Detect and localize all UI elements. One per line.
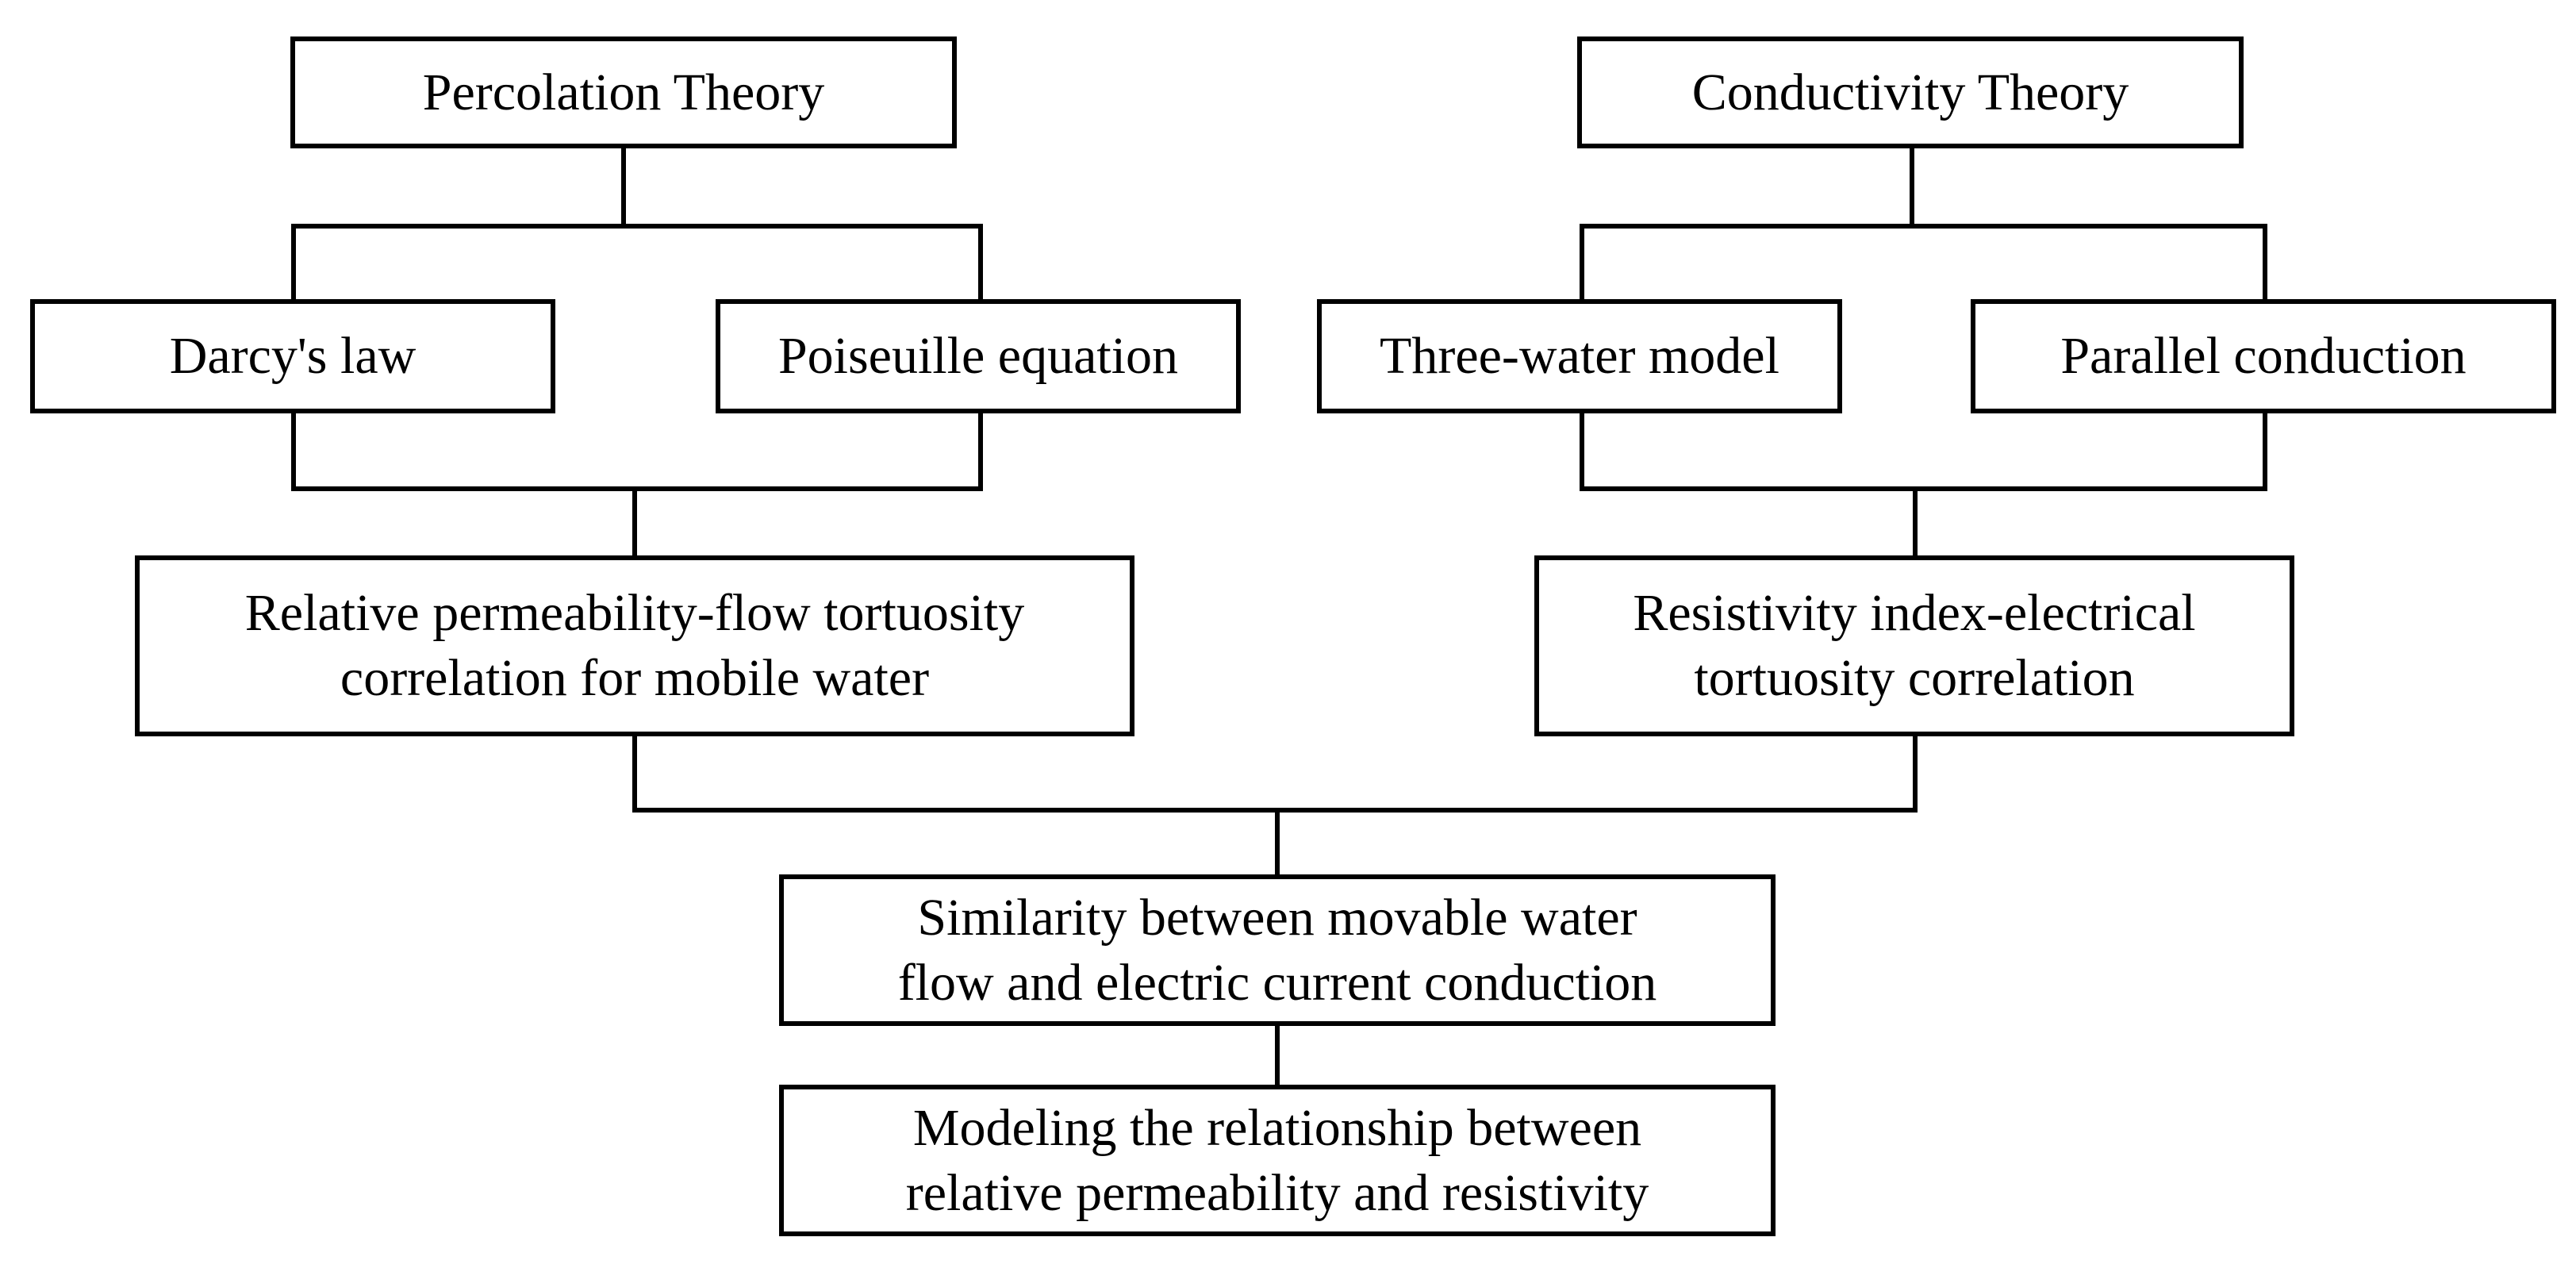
node-modeling: Modeling the relationship between relati… xyxy=(779,1085,1776,1236)
node-percolation-theory: Percolation Theory xyxy=(290,36,957,148)
node-permeability-correlation: Relative permeability-flow tortuosity co… xyxy=(135,555,1134,736)
node-parallel-conduction: Parallel conduction xyxy=(1971,299,2556,413)
node-resistivity-correlation: Resistivity index-electrical tortuosity … xyxy=(1534,555,2294,736)
node-three-water-model: Three-water model xyxy=(1317,299,1842,413)
node-poiseuille-equation: Poiseuille equation xyxy=(716,299,1241,413)
node-conductivity-theory: Conductivity Theory xyxy=(1577,36,2244,148)
node-similarity: Similarity between movable water flow an… xyxy=(779,874,1776,1026)
node-darcys-law: Darcy's law xyxy=(30,299,555,413)
